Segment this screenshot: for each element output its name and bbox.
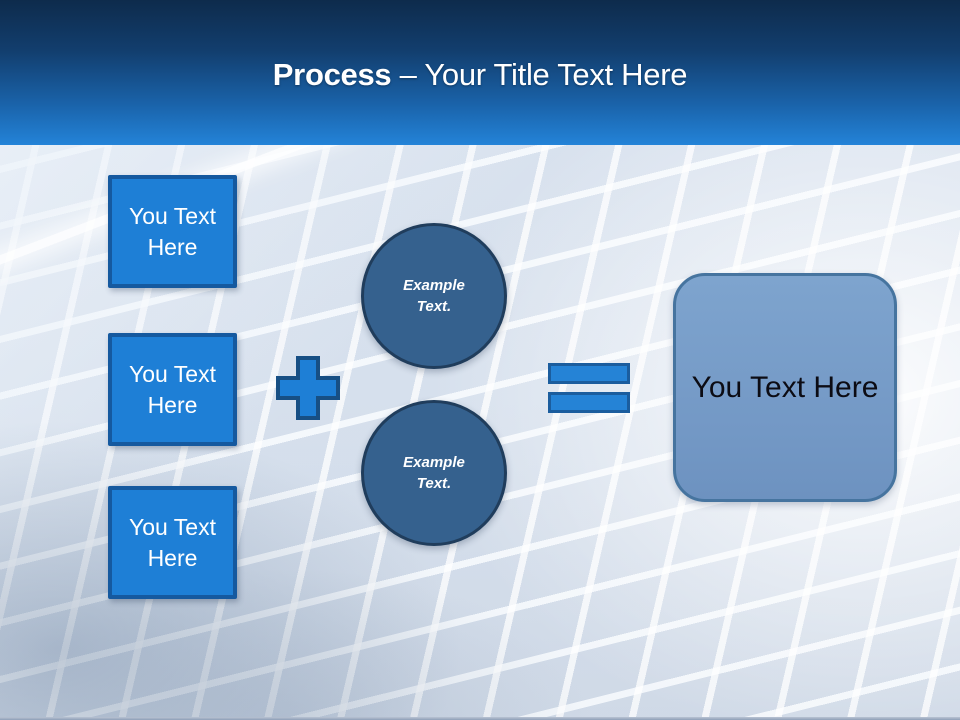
example-circle-1-label: Example Text. (403, 277, 465, 315)
text-box-3-label: You Text Here (129, 513, 216, 571)
text-box-1-label: You Text Here (129, 202, 216, 260)
bottom-accent-line (0, 717, 960, 720)
text-box-1[interactable]: You Text Here (108, 175, 237, 288)
title-bar: Process – Your Title Text Here (0, 0, 960, 145)
text-box-3[interactable]: You Text Here (108, 486, 237, 599)
equals-icon-bottom-bar[interactable] (548, 392, 630, 413)
text-box-2[interactable]: You Text Here (108, 333, 237, 446)
equals-icon-top-bar[interactable] (548, 363, 630, 384)
result-box-label: You Text Here (691, 370, 879, 404)
example-circle-2-label: Example Text. (403, 454, 465, 492)
example-circle-1[interactable]: Example Text. (361, 223, 507, 369)
text-box-2-label: You Text Here (129, 360, 216, 418)
example-circle-2[interactable]: Example Text. (361, 400, 507, 546)
title-keyword: Process (272, 57, 392, 92)
slide-title[interactable]: Process – Your Title Text Here (0, 56, 960, 94)
result-box[interactable]: You Text Here (673, 273, 897, 502)
title-placeholder-text: – Your Title Text Here (399, 57, 688, 92)
plus-icon[interactable] (274, 354, 342, 422)
